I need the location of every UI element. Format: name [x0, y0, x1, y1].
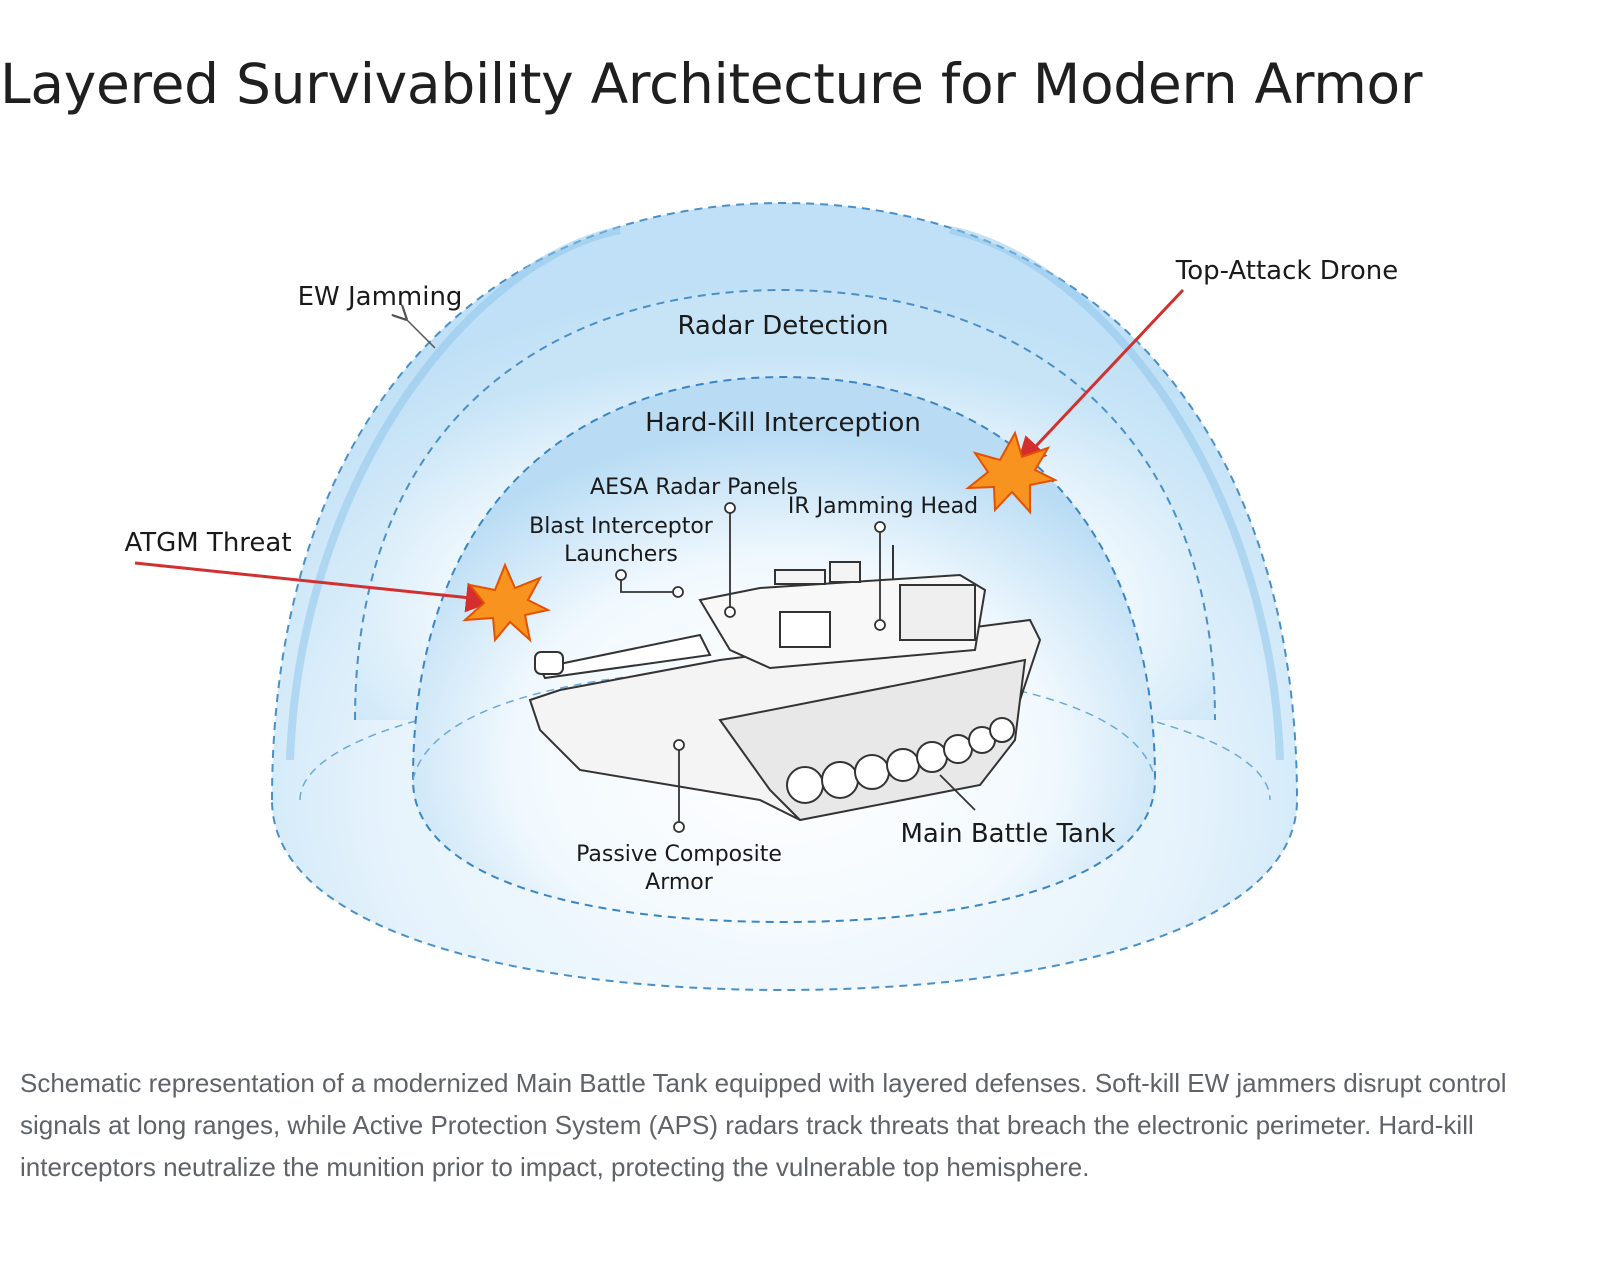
label-passive-armor-line1: Passive Composite [576, 842, 782, 867]
callout-lines [615, 502, 976, 833]
figure-caption: Schematic representation of a modernized… [20, 1068, 1507, 1182]
label-ir-jamming-head: IR Jamming Head [788, 494, 978, 519]
page-title: Layered Survivability Architecture for M… [0, 52, 1423, 116]
label-ew-jamming: EW Jamming [298, 282, 463, 312]
label-main-battle-tank: Main Battle Tank [900, 819, 1115, 849]
label-passive-armor-line2: Armor [645, 870, 714, 895]
drone-threat-arrow [1015, 288, 1185, 468]
explosion-left-icon [462, 562, 551, 643]
label-blast-interceptor-line1: Blast Interceptor [529, 514, 714, 539]
label-top-attack-drone: Top-Attack Drone [1175, 256, 1398, 286]
explosion-right-icon [965, 430, 1059, 515]
atgm-threat-arrow [134, 561, 496, 613]
label-radar-detection: Radar Detection [677, 311, 888, 341]
label-atgm-threat: ATGM Threat [124, 528, 291, 558]
label-aesa-radar-panels: AESA Radar Panels [590, 475, 798, 500]
ew-jamming-pointer [405, 318, 436, 349]
label-blast-interceptor-line2: Launchers [564, 542, 678, 567]
layered-defense-diagram: EW Jamming Radar Detection Hard-Kill Int… [124, 201, 1398, 992]
main-battle-tank-illustration [528, 545, 1042, 822]
label-hard-kill-interception: Hard-Kill Interception [645, 408, 921, 438]
